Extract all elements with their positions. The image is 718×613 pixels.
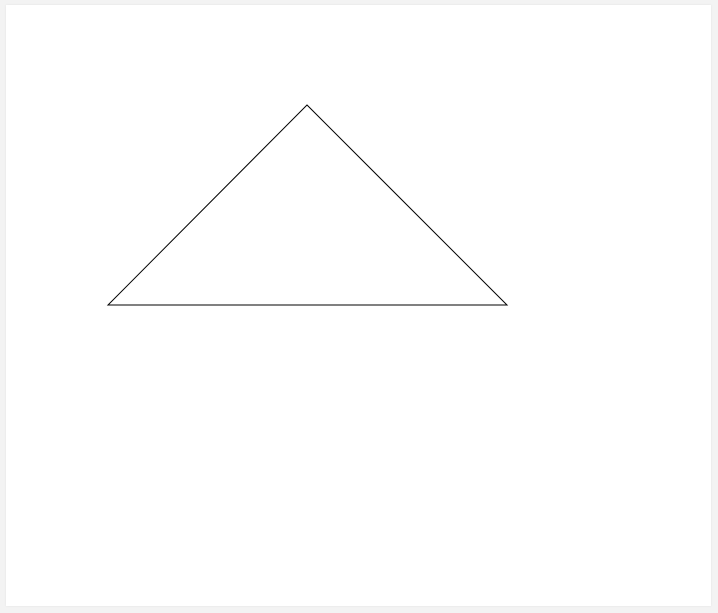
- diagram-svg: [106, 104, 509, 306]
- triangle-shape: [106, 104, 509, 306]
- drawing-canvas: [6, 5, 711, 606]
